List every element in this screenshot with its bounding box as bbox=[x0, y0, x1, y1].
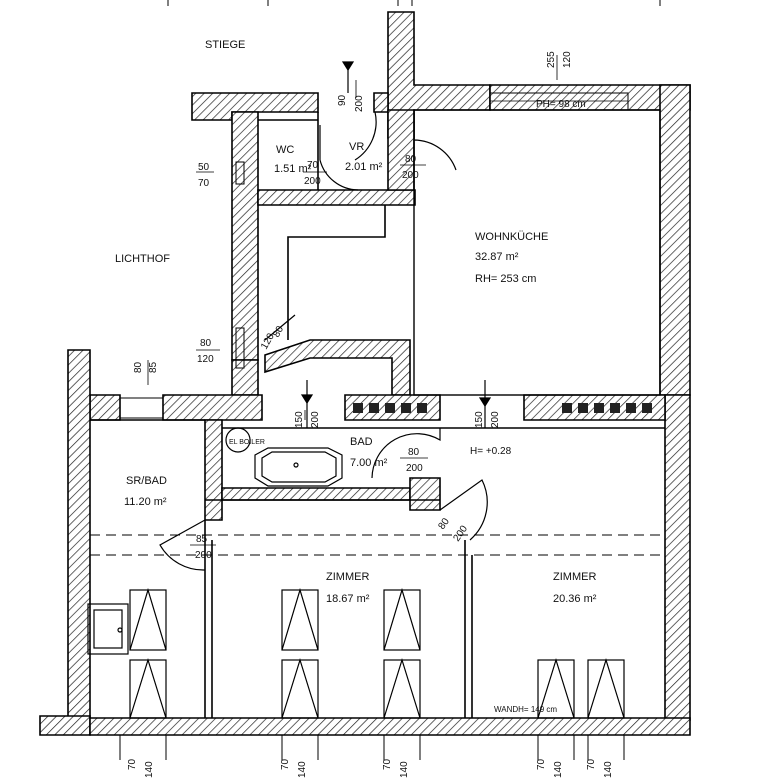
dim-200-zimmer: 200 bbox=[451, 523, 470, 543]
dim-255: 255 bbox=[546, 51, 557, 68]
label-boiler: EL BOILER bbox=[229, 439, 265, 446]
dim-80-bad: 80 bbox=[408, 447, 420, 458]
label-wohnkueche-name: WOHNKÜCHE bbox=[475, 231, 548, 243]
dim-80-zimmer: 80 bbox=[436, 516, 452, 532]
radiators bbox=[353, 403, 652, 413]
dim-80-diag: 80 bbox=[271, 324, 286, 340]
label-wc-area: 1.51 m² bbox=[274, 163, 312, 175]
skylights bbox=[129, 587, 625, 719]
label-zimmer1-area: 18.67 m² bbox=[326, 593, 370, 605]
bathtub bbox=[254, 447, 343, 487]
dim-50: 50 bbox=[198, 162, 210, 173]
label-stiege: STIEGE bbox=[205, 39, 245, 51]
partitions bbox=[90, 92, 665, 718]
dim-150-bad: 150 bbox=[294, 411, 305, 428]
wall-right-upper bbox=[659, 84, 691, 396]
wall-wc-bottom bbox=[257, 189, 416, 206]
dim-80-left: 80 bbox=[200, 338, 212, 349]
wall-left-outer bbox=[67, 349, 91, 721]
dim-85: 85 bbox=[196, 534, 208, 545]
dim-bottom-70: 70 bbox=[127, 758, 138, 770]
label-wohnkueche-rh: RH= 253 cm bbox=[475, 273, 536, 285]
dim-bottom-140: 140 bbox=[553, 761, 564, 778]
label-wohnkueche-area: 32.87 m² bbox=[475, 251, 519, 263]
label-zimmer2-area: 20.36 m² bbox=[553, 593, 597, 605]
label-height-mark: H= +0.28 bbox=[470, 446, 512, 457]
bottom-dim-lines bbox=[119, 735, 625, 760]
wall-bad-left bbox=[204, 419, 223, 521]
shower-tray bbox=[87, 603, 129, 655]
wall-right-lower bbox=[664, 394, 691, 721]
dim-70-a: 70 bbox=[198, 178, 210, 189]
dim-200-bad-a: 200 bbox=[310, 411, 321, 428]
wall-sr-top-left bbox=[89, 394, 121, 421]
dim-200-top: 200 bbox=[354, 95, 365, 112]
wall-bad-bottom bbox=[221, 487, 411, 501]
dim-120-left: 120 bbox=[197, 354, 214, 365]
dim-fraction-lines bbox=[147, 55, 558, 546]
label-lichthof: LICHTHOF bbox=[115, 253, 170, 265]
doors bbox=[159, 61, 492, 571]
label-wc-name: WC bbox=[276, 144, 294, 156]
dim-200-bad-b: 200 bbox=[406, 463, 423, 474]
bottom-dims: 70 140 70 140 70 140 70 140 70 140 bbox=[127, 758, 614, 778]
wall-wc-left bbox=[231, 111, 259, 361]
walls bbox=[39, 11, 691, 736]
dim-80-vr: 80 bbox=[405, 154, 417, 165]
dim-150-hall: 150 bbox=[474, 411, 485, 428]
dim-bottom-140: 140 bbox=[144, 761, 155, 778]
dim-bottom-140: 140 bbox=[603, 761, 614, 778]
dim-70-wc: 70 bbox=[307, 160, 319, 171]
label-zimmer1-name: ZIMMER bbox=[326, 571, 369, 583]
dim-200-hall: 200 bbox=[490, 411, 501, 428]
dim-bottom-140: 140 bbox=[297, 761, 308, 778]
dim-bottom-70: 70 bbox=[280, 758, 291, 770]
label-zimmer2-name: ZIMMER bbox=[553, 571, 596, 583]
label-vr-area: 2.01 m² bbox=[345, 161, 383, 173]
wall-vr-stub bbox=[373, 92, 389, 113]
dim-bottom-70: 70 bbox=[536, 758, 547, 770]
label-bad-area: 7.00 m² bbox=[350, 457, 388, 469]
wall-bottom-left bbox=[39, 715, 91, 736]
label-ph: PH= 98 cm bbox=[536, 99, 586, 110]
dim-200-wc: 200 bbox=[304, 176, 321, 187]
dim-200-sr: 200 bbox=[195, 550, 212, 561]
top-ticks bbox=[167, 0, 661, 6]
boiler bbox=[225, 427, 251, 453]
wall-bad-bottom-right bbox=[409, 477, 441, 511]
dim-bottom-70: 70 bbox=[382, 758, 393, 770]
wall-bad-top bbox=[264, 339, 411, 396]
label-sr-bad-area: 11.20 m² bbox=[124, 496, 167, 508]
dim-80-sr: 80 bbox=[133, 361, 144, 373]
dim-120-top: 120 bbox=[562, 51, 573, 68]
wall-sr-top-right bbox=[162, 394, 263, 421]
label-wandh: WANDH= 149 cm bbox=[494, 705, 557, 714]
dim-200-vr: 200 bbox=[402, 170, 419, 181]
label-bad-name: BAD bbox=[350, 436, 373, 448]
dim-bottom-140: 140 bbox=[399, 761, 410, 778]
dim-90: 90 bbox=[337, 94, 348, 106]
dim-bottom-70: 70 bbox=[586, 758, 597, 770]
label-vr-name: VR bbox=[349, 141, 364, 153]
label-sr-bad-name: SR/BAD bbox=[126, 475, 167, 487]
dim-85-sr: 85 bbox=[148, 361, 159, 373]
wall-bottom bbox=[89, 717, 691, 736]
